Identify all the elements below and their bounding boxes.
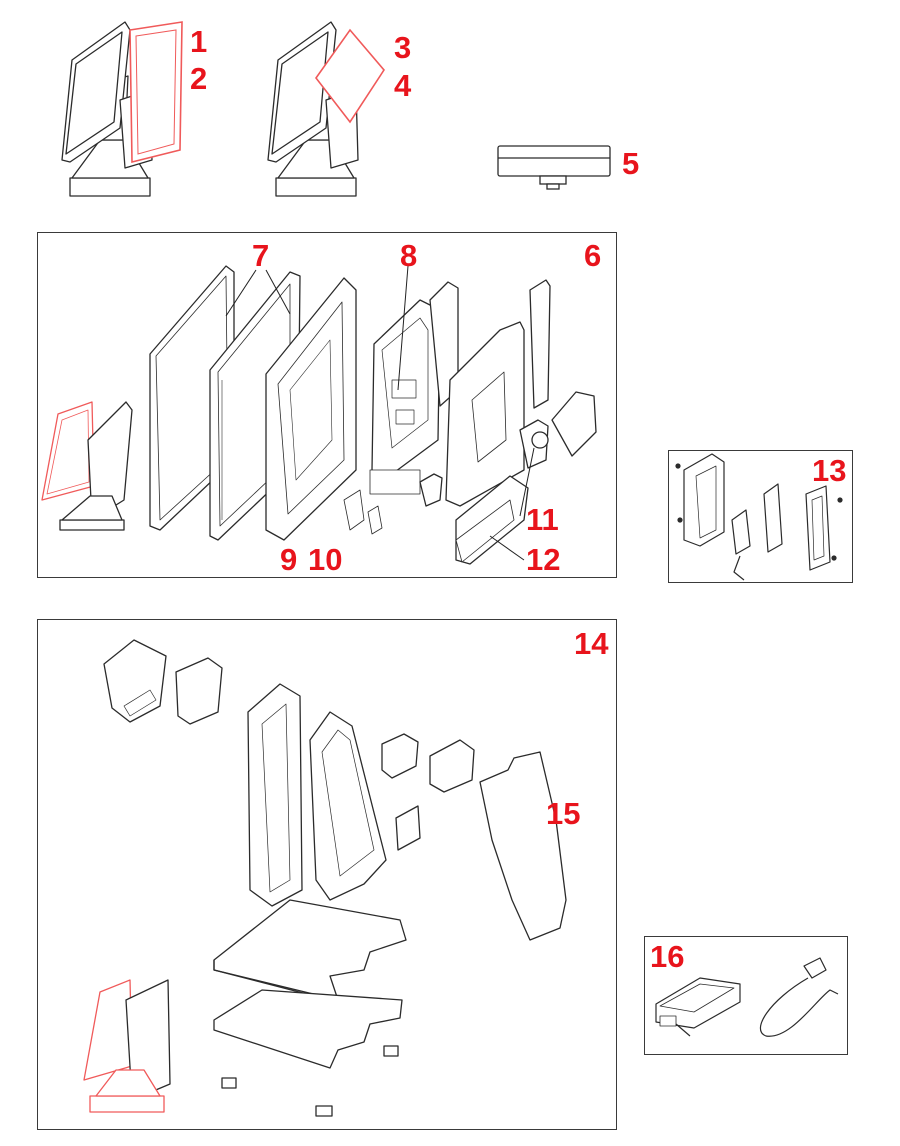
msr-kit-parts bbox=[675, 453, 843, 581]
stand-assembly-exploded bbox=[83, 639, 567, 1117]
part-label-8: 8 bbox=[400, 238, 418, 273]
power-kit-frame bbox=[644, 936, 848, 1055]
display-module-frame bbox=[37, 232, 617, 578]
part-label-14: 14 bbox=[574, 626, 609, 661]
display-assembly-exploded bbox=[41, 265, 597, 565]
part-label-13: 13 bbox=[812, 453, 847, 488]
vfd-display-unit bbox=[497, 145, 611, 190]
part-label-5: 5 bbox=[622, 146, 640, 181]
part-label-15: 15 bbox=[546, 796, 581, 831]
part-label-11: 11 bbox=[526, 502, 559, 537]
part-label-12: 12 bbox=[526, 542, 561, 577]
part-label-10: 10 bbox=[308, 542, 343, 577]
power-adapter-kit bbox=[655, 957, 839, 1037]
part-label-3: 3 bbox=[394, 30, 412, 65]
part-label-6: 6 bbox=[584, 238, 602, 273]
part-label-4: 4 bbox=[394, 68, 412, 103]
stand-module-frame bbox=[37, 619, 617, 1130]
terminal-dual-display bbox=[61, 21, 183, 197]
part-label-16: 16 bbox=[650, 939, 685, 974]
terminal-customer-display bbox=[267, 21, 385, 197]
part-label-9: 9 bbox=[280, 542, 298, 577]
part-label-2: 2 bbox=[190, 61, 208, 96]
part-label-1: 1 bbox=[190, 24, 208, 59]
part-label-7: 7 bbox=[252, 238, 270, 273]
msr-kit-frame bbox=[668, 450, 853, 583]
